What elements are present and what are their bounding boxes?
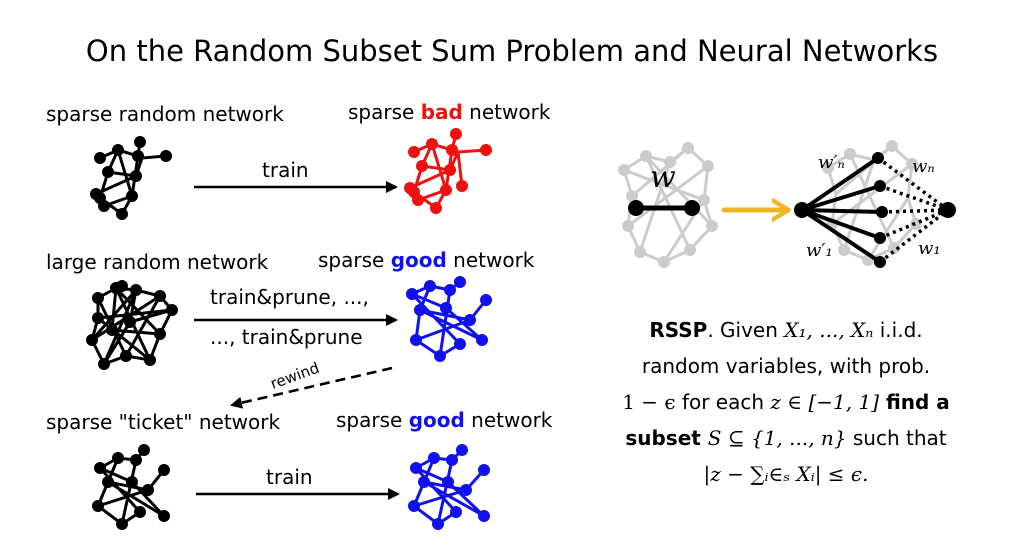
- weight-label-w: w: [650, 160, 676, 195]
- label-sparse-good-network-2: sparse good network: [336, 408, 552, 432]
- rssp-text: for each: [675, 390, 771, 414]
- network-sparse-random: [90, 136, 172, 220]
- arrow-rewind: [230, 366, 393, 409]
- label-suffix: network: [462, 100, 551, 124]
- rssp-bold: subset: [625, 426, 708, 450]
- network-large-random: [86, 280, 178, 370]
- rssp-vars: X₁, ..., Xₙ: [784, 318, 874, 342]
- weight-edge-w: [628, 200, 700, 216]
- label-suffix: network: [446, 248, 535, 272]
- network-sparse-bad: [404, 128, 492, 214]
- arrow-label-train-prune-top: train&prune, ...,: [210, 285, 369, 309]
- rssp-text: . Given: [707, 318, 785, 342]
- weight-label-w-1: w₁: [918, 238, 941, 259]
- rssp-line-2: random variables, with prob.: [641, 354, 931, 378]
- rssp-bold: find a: [879, 390, 950, 414]
- arrow-label-train-3: train: [266, 465, 313, 489]
- label-good-word: good: [408, 408, 465, 432]
- rssp-head: RSSP: [649, 318, 708, 342]
- arrow-label-train-1: train: [262, 158, 309, 182]
- rssp-text: such that: [846, 426, 947, 450]
- rssp-line-1: RSSP. Given X₁, ..., Xₙ i.i.d.: [596, 312, 976, 348]
- rssp-text: i.i.d.: [873, 318, 923, 342]
- network-sparse-good-1: [406, 276, 492, 362]
- weight-label-w-1-prime: w′₁: [806, 240, 833, 261]
- label-sparse-good-network-1: sparse good network: [318, 248, 534, 272]
- subset-sum-decomposition: [794, 152, 956, 268]
- rssp-line-5: |z − ∑ᵢ∈ₛ Xᵢ| ≤ ϵ.: [703, 462, 869, 486]
- label-good-word: good: [390, 248, 447, 272]
- label-prefix: sparse: [318, 248, 391, 272]
- rssp-line-3: 1 − ϵ for each z ∈ [−1, 1] find a: [596, 384, 976, 420]
- rssp-line-4: subset S ⊆ {1, ..., n} such that: [596, 420, 976, 456]
- rssp-subset: S ⊆ {1, ..., n}: [707, 426, 847, 450]
- weight-label-w-n: wₙ: [912, 156, 935, 177]
- arrow-label-train-prune-bottom: ..., train&prune: [210, 325, 363, 349]
- rssp-definition: RSSP. Given X₁, ..., Xₙ i.i.d. random va…: [596, 312, 976, 492]
- rssp-range: z ∈ [−1, 1]: [770, 390, 879, 414]
- label-large-random-network: large random network: [46, 250, 269, 274]
- network-sparse-ticket: [92, 444, 170, 530]
- label-prefix: sparse: [336, 408, 409, 432]
- label-suffix: network: [464, 408, 553, 432]
- rssp-prob: 1 − ϵ: [622, 390, 676, 414]
- weight-label-w-n-prime: w′ₙ: [818, 152, 845, 173]
- network-sparse-good-2: [408, 444, 490, 530]
- label-sparse-random-network: sparse random network: [46, 102, 284, 126]
- label-sparse-ticket-network: sparse "ticket" network: [46, 410, 281, 434]
- label-prefix: sparse: [348, 100, 421, 124]
- label-bad-word: bad: [420, 100, 463, 124]
- label-sparse-bad-network: sparse bad network: [348, 100, 550, 124]
- page-title: On the Random Subset Sum Problem and Neu…: [85, 34, 939, 68]
